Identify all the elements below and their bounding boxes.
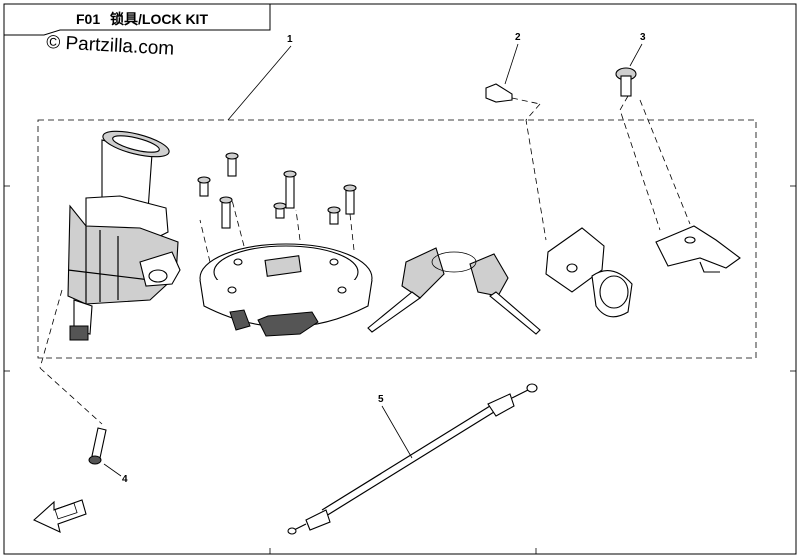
bolt-4: [88, 427, 107, 465]
leader-3: [629, 43, 643, 67]
watermark: © Partzilla.com: [46, 32, 175, 60]
callout-2: 2: [515, 32, 521, 43]
leader-4: [103, 463, 122, 477]
bracket-3: [655, 225, 741, 273]
keys: [367, 247, 541, 335]
bolt-3: [615, 67, 691, 231]
cap-screws: [197, 152, 357, 229]
title-code: F01: [76, 11, 100, 27]
bolt-2: [485, 83, 547, 241]
callout-5: 5: [378, 394, 384, 405]
fuel-cap-lock: [199, 199, 373, 337]
outer-frame: [3, 3, 797, 555]
leader-1: [227, 45, 292, 121]
callout-3: 3: [640, 32, 646, 43]
ignition-switch: [39, 130, 181, 425]
callout-1: 1: [287, 34, 293, 45]
callout-4: 4: [122, 474, 128, 485]
direction-arrow-icon: [33, 499, 87, 533]
title-box: F01 锁具/LOCK KIT: [3, 3, 271, 36]
cable: [287, 383, 538, 535]
assembly-box: [37, 119, 757, 359]
leader-5: [381, 405, 413, 459]
leader-2: [504, 43, 519, 85]
title-text: 锁具/LOCK KIT: [110, 11, 208, 27]
border-ticks: [4, 185, 796, 554]
bracket-clamp: [545, 227, 633, 318]
